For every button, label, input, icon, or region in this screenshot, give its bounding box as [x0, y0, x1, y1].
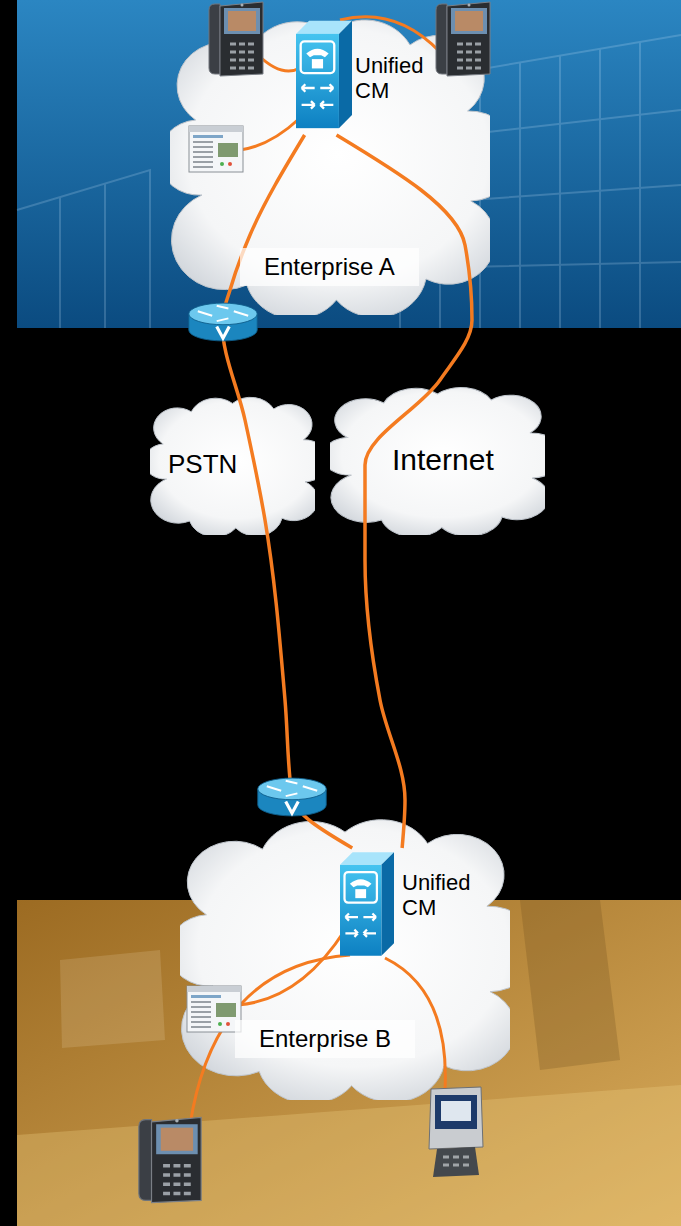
site-label: Enterprise A: [240, 248, 419, 286]
network-cloud: Enterprise B Unified CM: [180, 815, 510, 1100]
server-label: Unified CM: [402, 870, 470, 921]
network-cloud: Internet: [330, 385, 545, 535]
ip-phone: [209, 2, 263, 76]
cloud-shape: [330, 387, 545, 535]
voice-router: [189, 303, 257, 341]
web-application: [189, 126, 243, 172]
office-photo-panel: [17, 0, 681, 328]
web-application: [187, 986, 241, 1032]
network-cloud: PSTN: [150, 395, 315, 535]
desk-shape: [17, 1085, 681, 1226]
cloud-shape: [150, 397, 315, 535]
window-shape: [60, 950, 165, 1048]
video-phone: [429, 1087, 483, 1177]
server-label: Unified CM: [355, 53, 423, 104]
site-label: Enterprise B: [235, 1020, 415, 1058]
building-left-lines: [17, 170, 150, 328]
call-manager-server: [296, 21, 352, 128]
shelf-shape: [520, 900, 620, 1070]
voice-router: [258, 778, 326, 816]
cloud-label: PSTN: [168, 450, 237, 480]
ip-phone: [436, 2, 490, 76]
cloud-shape: [170, 20, 490, 315]
cloud-shape: [180, 820, 510, 1100]
ip-phone: [139, 1117, 201, 1202]
cloud-label: Internet: [392, 443, 494, 478]
call-manager-server: [340, 852, 394, 956]
